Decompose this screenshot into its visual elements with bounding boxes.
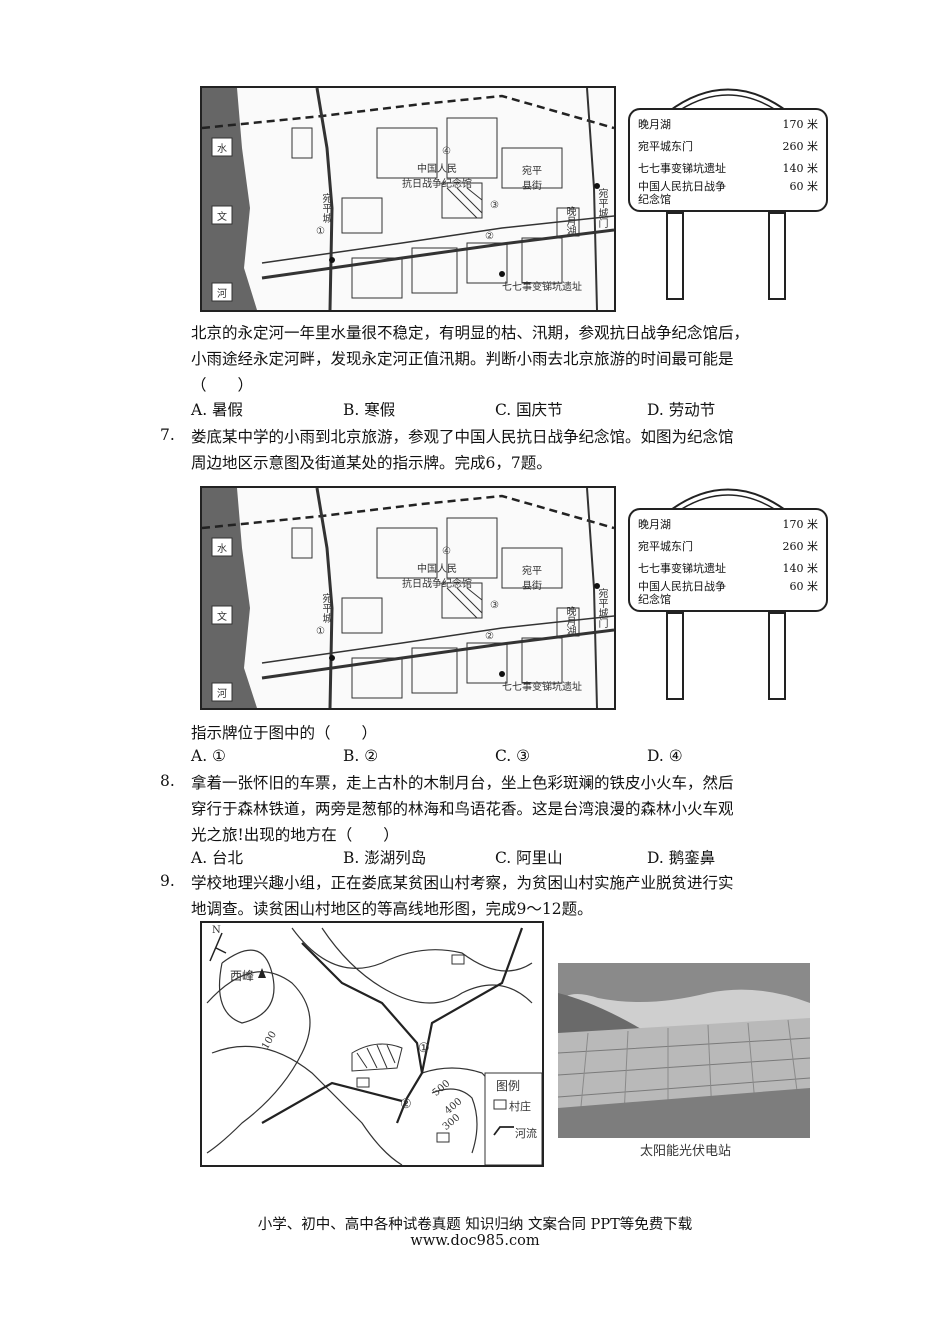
solar-station-photo: [558, 963, 810, 1138]
sign-name-2: 宛平城东门: [638, 140, 693, 153]
sign-dist-1: 170 米: [782, 118, 819, 131]
contour-drawing: [206, 927, 542, 1165]
label-street-b: 宛平 县街: [522, 566, 542, 592]
sign2-name-1: 晚月湖: [638, 518, 671, 531]
sign-dist-2: 260 米: [782, 140, 819, 153]
legend-title: 图例: [496, 1079, 521, 1093]
q6-option-c[interactable]: C. 国庆节: [495, 401, 563, 419]
q8-number: 8.: [160, 772, 175, 790]
sign2-dist-2: 260 米: [782, 540, 819, 553]
q8-options: A. 台北 B. 澎湖列岛 C. 阿里山 D. 鹅銮鼻: [191, 846, 799, 868]
label-site: 七七事变锑坑遗址: [502, 282, 582, 293]
label-num-4: ④: [442, 146, 451, 157]
river-char-1: 水: [217, 144, 227, 155]
q9-number: 9.: [160, 872, 175, 890]
label-wanping-gate: 宛平城门: [596, 188, 607, 228]
sign-post-right: [768, 212, 786, 300]
sign-arch-2: [667, 488, 789, 513]
legend-village: 村庄: [509, 1100, 531, 1113]
sign2-name-4: 中国人民抗日战争 纪念馆: [638, 580, 726, 606]
sign-arch: [667, 88, 789, 113]
q7-option-d[interactable]: D. ④: [647, 747, 683, 765]
label-site-b: 七七事变锑坑遗址: [502, 682, 582, 693]
map-drawing-2: [202, 488, 614, 708]
q6-stem: 北京的永定河一年里水量很不稳定，有明显的枯、汛期，参观抗日战争纪念馆后， 小雨途…: [191, 324, 750, 394]
label-num-3b: ③: [490, 600, 499, 611]
label-memorial-b: 中国人民 抗日战争纪念馆: [402, 564, 472, 590]
label-num-1b: ①: [316, 626, 325, 637]
q6-options: A. 暑假 B. 寒假 C. 国庆节 D. 劳动节: [191, 398, 799, 420]
sign2-name-3: 七七事变锑坑遗址: [638, 562, 726, 575]
label-wanping-city: 宛平城: [320, 193, 331, 223]
q6-option-a[interactable]: A. 暑假: [191, 401, 244, 419]
sign-name-1: 晚月湖: [638, 118, 671, 131]
photo-caption: 太阳能光伏电站: [640, 1144, 732, 1159]
q7-option-c[interactable]: C. ③: [495, 747, 531, 765]
label-num-3: ③: [490, 200, 499, 211]
sign-post-left: [666, 212, 684, 300]
label-num-4b: ④: [442, 546, 451, 557]
q9-stem: 学校地理兴趣小组，正在娄底某贫困山村考察，为贫困山村实施产业脱贫进行实 地调查。…: [191, 874, 734, 918]
sign-dist-4: 60 米: [789, 180, 819, 193]
label-memorial: 中国人民 抗日战争纪念馆: [402, 164, 472, 190]
q8-stem: 拿着一张怀旧的车票，走上古朴的木制月台，坐上色彩斑斓的铁皮小火车，然后 穿行于森…: [191, 774, 734, 844]
q7-option-b[interactable]: B. ②: [343, 747, 379, 765]
map-drawing: [202, 88, 614, 310]
peak-label: 西峰: [230, 969, 255, 983]
q7-option-a[interactable]: A. ①: [191, 747, 226, 765]
label-num-2: ②: [485, 231, 494, 242]
q8-option-c[interactable]: C. 阿里山: [495, 849, 563, 867]
q8-option-a[interactable]: A. 台北: [191, 849, 244, 867]
q7-stem: 娄底某中学的小雨到北京旅游，参观了中国人民抗日战争纪念馆。如图为纪念馆 周边地区…: [191, 428, 734, 472]
footer-link[interactable]: www.doc985.com: [410, 1233, 540, 1249]
q8-option-d[interactable]: D. 鹅銮鼻: [647, 849, 716, 867]
label-wanping-gate-b: 宛平城门: [596, 588, 607, 628]
sign2-post-left: [666, 612, 684, 700]
sign2-dist-4: 60 米: [789, 580, 819, 593]
memorial-area-map-bottom: 水 文 河 中国人民 抗日战争纪念馆 宛平 县街 宛平城门 宛平城 晚月湖 七七…: [200, 486, 616, 710]
north-arrow-label: N: [212, 925, 221, 936]
point-2: ②: [400, 1097, 412, 1112]
legend-river: 河流: [515, 1127, 537, 1140]
sign-name-4: 中国人民抗日战争 纪念馆: [638, 180, 726, 206]
label-num-1: ①: [316, 226, 325, 237]
direction-sign-top: 晚月湖 170 米 宛平城东门 260 米 七七事变锑坑遗址 140 米 中国人民抗日…: [628, 72, 828, 302]
label-street: 宛平 县街: [522, 166, 542, 192]
q7-question: 指示牌位于图中的（ ）: [191, 724, 378, 742]
river-char-3b: 河: [217, 689, 227, 700]
label-wanping-city-b: 宛平城: [320, 593, 331, 623]
sign2-dist-3: 140 米: [782, 562, 819, 575]
sign-name-3: 七七事变锑坑遗址: [638, 162, 726, 175]
river-char-1b: 水: [217, 544, 227, 555]
q7-options: A. ① B. ② C. ③ D. ④: [191, 747, 799, 765]
solar-panels-image: [558, 963, 810, 1138]
label-moon-lake-b: 晚月湖: [564, 606, 575, 636]
sign2-dist-1: 170 米: [782, 518, 819, 531]
river-char-2: 文: [217, 212, 227, 223]
river-char-3: 河: [217, 289, 227, 300]
river-char-2b: 文: [217, 612, 227, 623]
memorial-area-map-top: 水 文 河 中国人民 抗日战争纪念馆 宛平 县街 宛平城门 宛平城 晚月湖 七七…: [200, 86, 616, 312]
q6-option-d[interactable]: D. 劳动节: [647, 401, 716, 419]
sign2-post-right: [768, 612, 786, 700]
label-num-2b: ②: [485, 631, 494, 642]
q6-option-b[interactable]: B. 寒假: [343, 401, 396, 419]
label-moon-lake: 晚月湖: [564, 206, 575, 236]
q8-option-b[interactable]: B. 澎湖列岛: [343, 849, 427, 867]
sign2-name-2: 宛平城东门: [638, 540, 693, 553]
sign-dist-3: 140 米: [782, 162, 819, 175]
direction-sign-bottom: 晚月湖 170 米 宛平城东门 260 米 七七事变锑坑遗址 140 米 中国人民抗日…: [628, 472, 828, 702]
contour-map: N 西峰 100 500 400 300 ① ② 图例 村庄 河流: [200, 921, 544, 1167]
point-1: ①: [418, 1041, 430, 1056]
q7-number: 7.: [160, 426, 175, 444]
footer-line-1: 小学、初中、高中各种试卷真题 知识归纳 文案合同 PPT等免费下载: [257, 1217, 693, 1233]
